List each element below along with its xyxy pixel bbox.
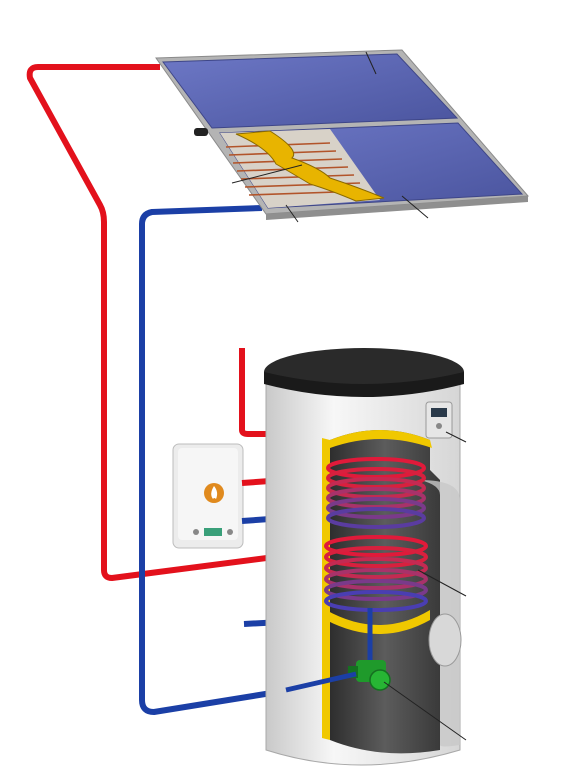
callout-controller [445, 431, 467, 443]
solar-collector [155, 49, 530, 223]
circulation-pump-icon [348, 660, 391, 691]
solar-controller-icon [425, 401, 453, 439]
callout-absorber-pipes [231, 164, 303, 184]
callout-collector-glass-bottom [401, 195, 429, 219]
callout-lower-coil [417, 569, 467, 597]
lower-heat-coil [324, 535, 428, 612]
callout-collector-frame [285, 204, 299, 223]
wall-boiler [172, 443, 244, 549]
upper-heat-coil [326, 457, 426, 529]
absorber-fins [235, 130, 385, 202]
boiler-display [204, 528, 222, 536]
hot-supply-pipe [26, 64, 291, 581]
collector-glass-upper [162, 53, 459, 129]
cold-return-pipe [139, 205, 291, 715]
callout-collector-glass-top [365, 51, 377, 75]
callout-pump [383, 681, 467, 741]
